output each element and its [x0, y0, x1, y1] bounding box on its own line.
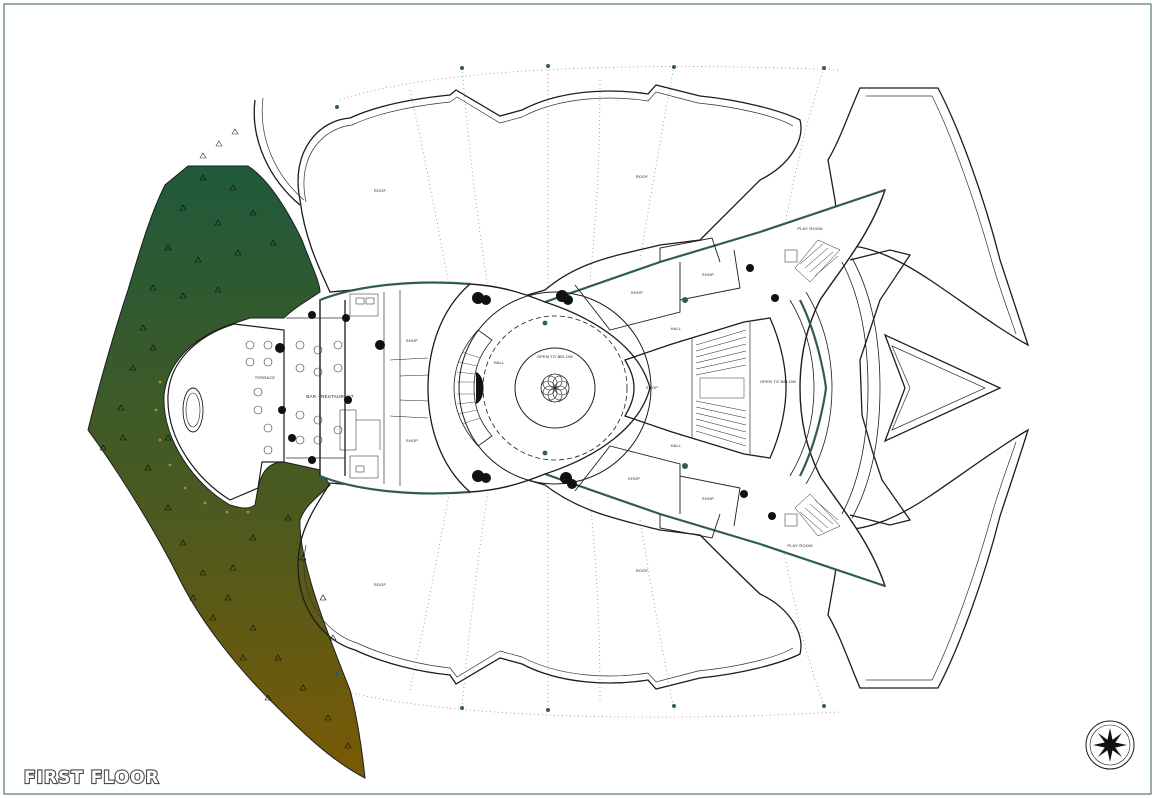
roof-label-bottom-left: ROOF — [374, 582, 387, 587]
roof-label-bottom-right: ROOF — [636, 568, 649, 573]
bar-restaurant-label: BAR - RESTAURANT — [306, 394, 354, 399]
north-arrow-icon — [1085, 720, 1135, 770]
shop-lower-left-label: SHOP — [406, 438, 418, 443]
roof-label-top-left: ROOF — [374, 188, 387, 193]
shop-lower-small-label: SHOP — [702, 496, 714, 501]
shop-lower-mid-label: SHOP — [628, 476, 640, 481]
building-footprint — [286, 188, 887, 588]
drawing-frame — [3, 3, 1152, 795]
open-to-below-right-label: OPEN TO BELOW — [760, 379, 796, 384]
column-markers — [335, 64, 826, 712]
shop-upper-left-label: SHOP — [406, 338, 418, 343]
play-room-upper-label: PLAY ROOM — [797, 226, 822, 231]
roof-label-top-right: ROOF — [636, 174, 649, 179]
hall-upper-label: HALL — [671, 326, 682, 331]
play-room-lower-label: PLAY ROOM — [787, 543, 812, 548]
terrace-label: TERRACE — [255, 375, 276, 380]
planter-symbols — [275, 264, 779, 520]
shop-upper-small-label: SHOP — [702, 272, 714, 277]
drawing-title: FIRST FLOOR — [24, 768, 160, 788]
landscape-symbols — [99, 174, 352, 749]
hall-lower-label: HALL — [671, 443, 682, 448]
shop-upper-mid-label: SHOP — [631, 290, 643, 295]
shop-center-label: SHOP — [646, 385, 658, 390]
outline-symbols — [199, 128, 239, 159]
open-to-below-center-label: OPEN TO BELOW — [537, 354, 573, 359]
hall-left-label: HALL — [494, 360, 505, 365]
terrace-area — [154, 323, 285, 514]
floor-rosette — [540, 373, 570, 403]
